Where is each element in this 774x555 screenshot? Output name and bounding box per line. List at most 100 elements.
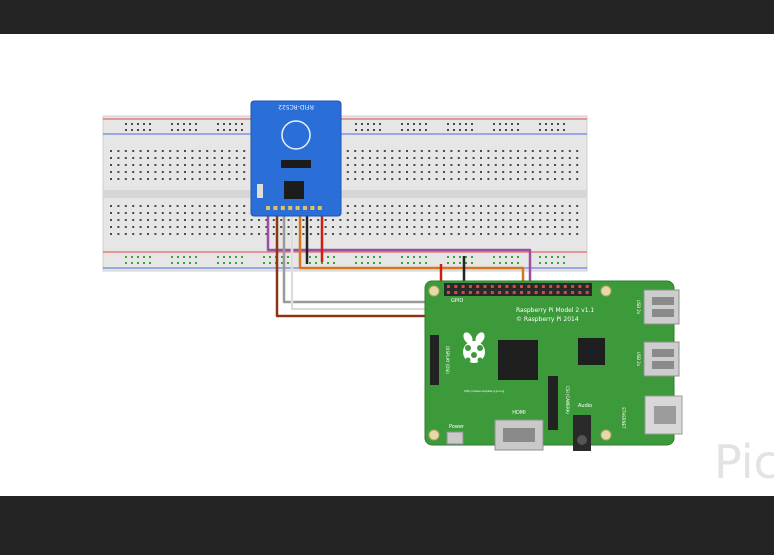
breadboard-hole [169,219,172,221]
breadboard-rail-hole [355,256,357,258]
gpio-pin [447,291,450,294]
breadboard-hole [354,150,357,152]
breadboard-hole [443,233,445,235]
breadboard-hole [428,226,431,228]
breadboard-hole [228,171,231,173]
breadboard-hole [243,150,246,152]
breadboard-hole [465,164,468,166]
breadboard-hole [472,157,475,159]
breadboard-hole [546,219,549,221]
breadboard-hole [154,178,157,180]
breadboard-hole [576,212,579,214]
breadboard-rail-hole [517,256,519,258]
breadboard-hole [280,233,283,235]
breadboard-hole [391,171,394,173]
breadboard-hole [502,178,505,180]
breadboard-hole [554,178,556,180]
breadboard-rail-hole [137,129,139,131]
breadboard-hole [154,219,157,221]
breadboard-hole [539,233,542,235]
breadboard-hole [524,150,527,152]
breadboard-hole [524,212,527,214]
breadboard-hole [243,212,246,214]
gpio-pin [512,291,516,294]
breadboard-hole [250,219,253,221]
breadboard-hole [117,164,120,166]
breadboard-hole [250,226,253,228]
breadboard-hole [561,219,564,221]
breadboard-hole [531,226,534,228]
breadboard-hole [487,178,490,180]
breadboard-hole [531,205,534,207]
breadboard-hole [413,178,416,180]
micro-usb-power-port [446,431,464,445]
breadboard-hole [487,171,490,173]
gpio-pin [563,291,567,294]
breadboard-rail-hole [241,256,243,258]
breadboard-rail-hole [545,256,547,258]
breadboard-hole [198,164,201,166]
breadboard-rail-hole [557,129,559,131]
breadboard-hole [531,219,534,221]
breadboard-hole [406,205,408,207]
breadboard-rail-hole [425,262,427,264]
breadboard-hole [154,233,157,235]
rfid-pins [266,206,322,210]
breadboard-hole [435,178,438,180]
breadboard-hole [176,205,179,207]
lan-chip-icon [578,338,605,365]
breadboard-rail-hole [419,262,421,264]
breadboard-hole [287,233,290,235]
breadboard-rail-hole [373,123,375,125]
breadboard-hole [576,226,579,228]
breadboard-hole [502,233,505,235]
pi-mount-hole [428,429,440,441]
breadboard-hole [176,226,179,228]
breadboard-hole [420,157,423,159]
breadboard-hole [561,205,564,207]
breadboard-rail-hole [447,129,449,131]
breadboard-hole [213,226,216,228]
breadboard-hole [561,164,564,166]
breadboard-rail-hole [131,256,133,258]
breadboard-hole [383,164,386,166]
breadboard-hole [383,212,386,214]
breadboard-rail-hole [229,129,231,131]
breadboard-hole [361,157,364,159]
breadboard-hole [235,205,238,207]
breadboard-hole [546,157,549,159]
gpio-pin [585,285,589,288]
breadboard-hole [154,212,157,214]
breadboard-hole [443,226,445,228]
breadboard-hole [480,171,482,173]
breadboard-rail-hole [539,129,541,131]
breadboard-hole [221,205,223,207]
breadboard-hole [295,233,297,235]
breadboard-rail-hole [505,262,507,264]
breadboard-hole [243,233,246,235]
breadboard-rail-hole [453,256,455,258]
breadboard-rail-hole [511,123,513,125]
breadboard-hole [472,171,475,173]
breadboard-rail-hole [355,129,357,131]
power-label: Power [449,424,465,430]
breadboard-rail-hole [453,129,455,131]
breadboard-hole [524,157,527,159]
breadboard-hole [435,157,438,159]
breadboard-rail-hole [453,123,455,125]
pi-url-label: http://www.raspberrypi.org [464,389,504,393]
breadboard-hole [258,219,260,221]
breadboard-hole [494,226,497,228]
breadboard-hole [139,171,142,173]
breadboard-hole [472,150,475,152]
breadboard-hole [457,164,460,166]
breadboard-hole [576,205,579,207]
breadboard-hole [169,164,172,166]
breadboard-hole [184,205,186,207]
breadboard-rail-hole [235,262,237,264]
breadboard-rail-hole [241,129,243,131]
breadboard-rail-hole [355,123,357,125]
breadboard-hole [147,164,149,166]
breadboard-rail-hole [229,262,231,264]
breadboard-rail-hole [471,129,473,131]
